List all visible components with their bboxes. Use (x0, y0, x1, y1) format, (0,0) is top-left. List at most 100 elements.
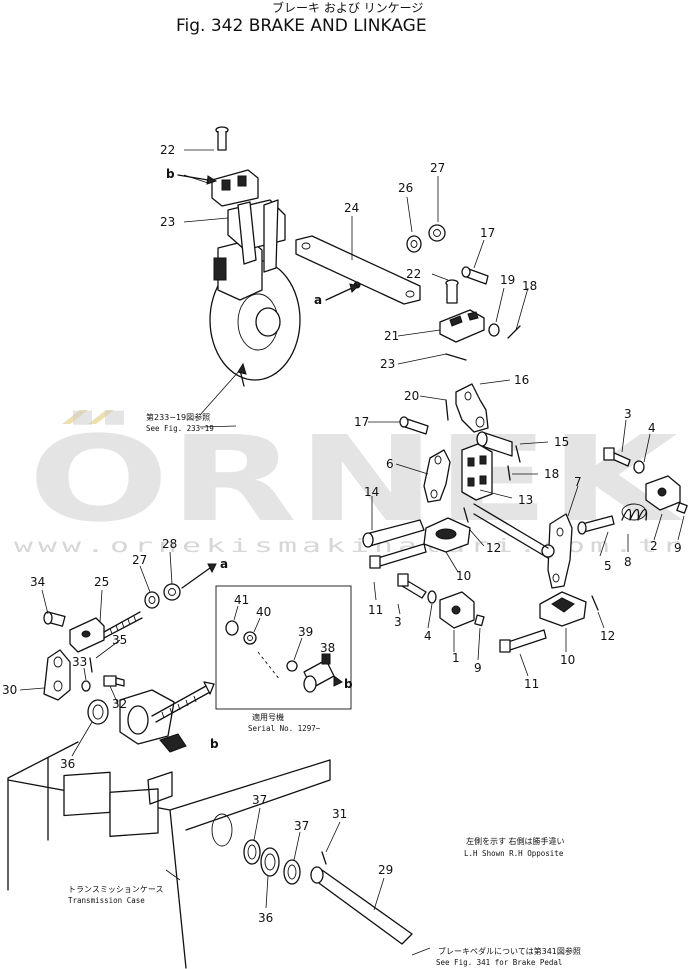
callout-35: 35 (112, 633, 127, 647)
callout-9-right: 9 (674, 541, 682, 555)
pin-9-lower (474, 614, 485, 627)
letter-a-mid: a (314, 293, 322, 307)
seal-37-right (283, 859, 301, 885)
block-1 (439, 591, 475, 629)
watermark-url: www.ornekismakinalari.com.tr (14, 535, 686, 557)
callout-37-left: 37 (252, 793, 267, 807)
nut-27-left (144, 591, 160, 609)
callout-39: 39 (298, 625, 313, 639)
nut-26 (406, 235, 422, 253)
pin-17-top (461, 266, 489, 285)
callout-11-lower: 11 (524, 677, 539, 691)
watermark: ÖRNEK www.ornekismakinalari.com.tr (14, 410, 686, 557)
washer-4-upper (633, 460, 645, 474)
callout-31: 31 (332, 807, 347, 821)
callout-17-top: 17 (480, 226, 495, 240)
callout-numbers: 22 23 24 26 27 17 22 19 18 21 23 20 16 1… (2, 143, 682, 925)
note-lh-en: L.H Shown R.H Opposite (464, 849, 564, 858)
arrow-a-right (181, 563, 217, 589)
callout-36-upper: 36 (60, 757, 75, 771)
spring-8 (621, 503, 648, 521)
callout-3-upper: 3 (624, 407, 632, 421)
note-pedal-en: See Fig. 341 for Brake Pedal (436, 958, 562, 967)
callout-8: 8 (624, 555, 632, 569)
lever-30 (43, 649, 71, 701)
shoe-10-upper (423, 517, 471, 553)
bracket-13 (461, 443, 493, 501)
callout-30: 30 (2, 683, 17, 697)
lever-16 (455, 383, 489, 433)
note-serial-en: Serial No. 1297~ (248, 724, 321, 733)
note-transmission-en: Transmission Case (68, 896, 145, 905)
leader-lines (19, 149, 685, 956)
clevis-21 (439, 309, 485, 343)
callout-18-middle: 18 (544, 467, 559, 481)
pin-22-middle (445, 279, 459, 304)
callout-1: 1 (452, 651, 460, 665)
callout-16: 16 (514, 373, 529, 387)
callout-18-top: 18 (522, 279, 537, 293)
bolt-5 (577, 515, 615, 535)
rod-to-b (151, 681, 215, 723)
cotter-pin-18-top (507, 325, 521, 339)
figure-title: Fig. 342 BRAKE AND LINKAGE (176, 16, 427, 36)
bolt-11-upper (369, 543, 427, 569)
washer-33 (81, 680, 91, 692)
pin-14 (362, 519, 425, 548)
callout-36-lower: 36 (258, 911, 273, 925)
switch-38 (303, 653, 335, 693)
callout-23-top: 23 (160, 215, 175, 229)
callout-23-middle: 23 (380, 357, 395, 371)
brake-drum-assembly (209, 169, 301, 381)
nut-27-top (428, 224, 446, 242)
pin-31 (321, 851, 327, 865)
arrow-a-mid (325, 283, 359, 301)
seal-37-left (243, 839, 261, 865)
callout-15: 15 (554, 435, 569, 449)
pin-9-right (676, 502, 688, 514)
washer-4-lower (427, 590, 437, 604)
cotter-pin-12-lower (591, 595, 599, 611)
callout-22-top: 22 (160, 143, 175, 157)
letter-b-top: b (166, 167, 175, 181)
arrow-b-box (333, 675, 343, 687)
note-pedal-jp: ブレーキペダルについては第341図参照 (438, 946, 581, 956)
note-see-233-en: See Fig. 233-19 (146, 424, 214, 433)
letter-b-shaft: b (210, 737, 219, 751)
serial-inset-box (215, 585, 352, 710)
lever-7 (541, 513, 573, 589)
letter-a-right: a (220, 557, 228, 571)
callout-7: 7 (574, 475, 582, 489)
transmission-case (7, 689, 331, 969)
callout-41: 41 (234, 593, 249, 607)
callout-10-upper: 10 (456, 569, 471, 583)
pin-17-middle (399, 416, 429, 435)
bushing-36-lower (260, 847, 280, 877)
callout-9-lower: 9 (474, 661, 482, 675)
callout-32: 32 (112, 697, 127, 711)
callout-20: 20 (404, 389, 419, 403)
callout-38: 38 (320, 641, 335, 655)
callout-29: 29 (378, 863, 393, 877)
cotter-pin-18-mid (507, 465, 511, 481)
pin-22-top (215, 126, 229, 151)
callout-34: 34 (30, 575, 45, 589)
letter-b-box: b (344, 677, 353, 691)
callout-13: 13 (518, 493, 533, 507)
cotter-pin-20 (445, 399, 449, 421)
nut-28 (163, 583, 181, 601)
callout-14: 14 (364, 485, 379, 499)
washer-19 (488, 323, 500, 337)
bolt-3-lower (397, 573, 427, 599)
callout-5: 5 (604, 559, 612, 573)
lever-6 (423, 449, 451, 503)
block-2 (645, 475, 681, 511)
watermark-brand: ÖRNEK (28, 410, 684, 548)
shoe-10-lower (539, 591, 587, 627)
callout-26: 26 (398, 181, 413, 195)
callout-25: 25 (94, 575, 109, 589)
link-rod-lower-edge (473, 513, 549, 559)
bolt-32 (103, 675, 125, 687)
callout-3-lower: 3 (394, 615, 402, 629)
